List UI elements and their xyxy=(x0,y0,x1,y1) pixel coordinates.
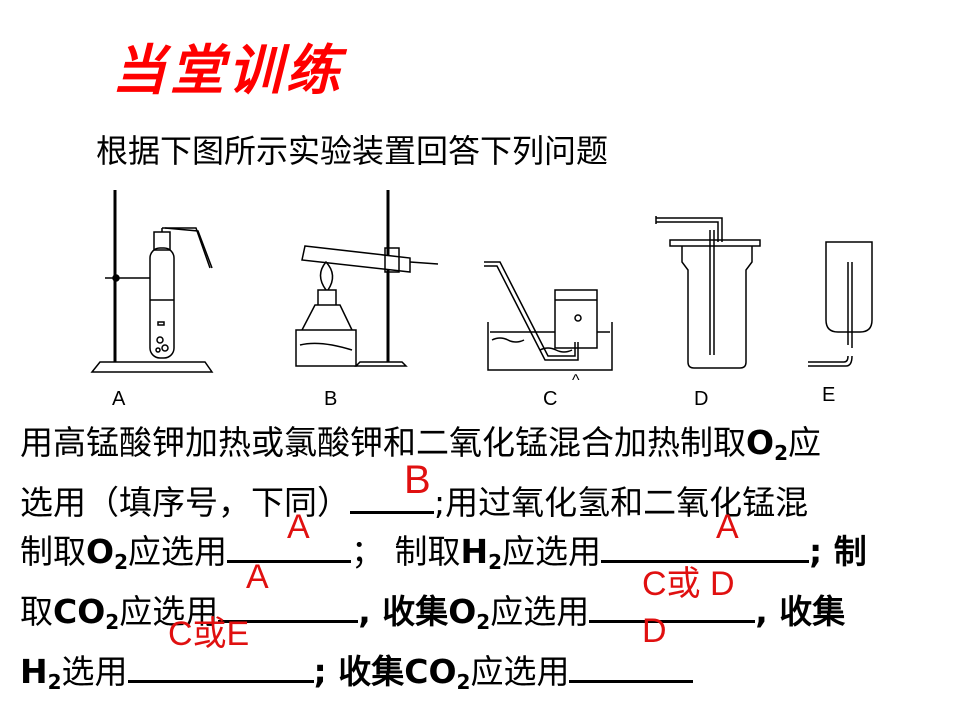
formula-h: H xyxy=(460,532,489,571)
question-line-1: 用高锰酸钾加热或氯酸钾和二氧化锰混合加热制取O2应 xyxy=(20,418,950,478)
apparatus-label-c: C xyxy=(543,388,558,410)
text-segment: , 收集 xyxy=(358,592,449,631)
answer-blank-6[interactable] xyxy=(127,650,314,683)
text-segment: ; 制 xyxy=(809,532,867,571)
apparatus-label-e: E xyxy=(822,384,836,406)
formula-co: CO xyxy=(404,652,457,691)
question-line-5: H2选用; 收集CO2应选用 xyxy=(20,647,950,707)
answer-blank-2[interactable] xyxy=(226,530,351,563)
answer-blank-4[interactable] xyxy=(218,590,359,623)
text-segment: 选用（填序号，下同） xyxy=(20,483,350,522)
text-segment: 应选用 xyxy=(502,532,602,571)
apparatus-c-drawing xyxy=(484,261,613,371)
answer-blank-3[interactable] xyxy=(601,530,810,563)
text-segment: 应 xyxy=(787,423,821,462)
question-intro: 根据下图所示实验装置回答下列问题 xyxy=(96,132,609,170)
text-segment: 取 xyxy=(20,592,53,631)
apparatus-a-drawing xyxy=(90,190,214,373)
text-segment: 制取 xyxy=(20,532,86,571)
answer-blank-5[interactable] xyxy=(589,590,756,623)
formula-o: O xyxy=(86,532,115,571)
apparatus-label-b: B xyxy=(324,388,338,410)
subscript: 2 xyxy=(47,670,62,694)
answer-2: A xyxy=(287,508,310,546)
question-line-2: 选用（填序号，下同） ;用过氧化氢和二氧化锰混 xyxy=(20,478,950,527)
formula-o: O xyxy=(746,423,775,462)
question-line-3: 制取O2应选用； 制取H2应选用; 制 xyxy=(20,527,950,587)
text-segment: 应选用 xyxy=(127,532,227,571)
subscript: 2 xyxy=(114,550,128,574)
apparatus-e-drawing xyxy=(808,241,873,367)
answer-blank-7[interactable] xyxy=(569,650,694,683)
answer-blank-1[interactable] xyxy=(350,481,434,514)
answer-3: A xyxy=(716,508,739,546)
text-segment: ;用过氧化氢和二氧化锰混 xyxy=(434,483,809,522)
subscript: 2 xyxy=(456,670,471,694)
formula-o: O xyxy=(448,592,477,631)
answer-7: D xyxy=(642,612,667,650)
text-segment: ； 制取 xyxy=(350,532,461,571)
answer-6: C或E xyxy=(168,615,250,653)
text-segment: 选用 xyxy=(61,652,128,691)
question-line-4: 取CO2应选用, 收集O2应选用, 收集 xyxy=(20,587,950,647)
apparatus-b-drawing xyxy=(295,190,439,367)
text-segment: 应选用 xyxy=(490,592,590,631)
text-segment: 应选用 xyxy=(119,592,219,631)
page-title: 当堂训练 xyxy=(112,39,344,102)
text-segment: 用高锰酸钾加热或氯酸钾和二氧化锰混合加热制取 xyxy=(20,423,746,462)
apparatus-label-a: A xyxy=(112,388,126,410)
text-segment: ; 收集 xyxy=(313,652,405,691)
formula-co: CO xyxy=(53,592,106,631)
question-body: 用高锰酸钾加热或氯酸钾和二氧化锰混合加热制取O2应 选用（填序号，下同）;用过氧… xyxy=(20,418,950,707)
text-segment: 应选用 xyxy=(470,652,570,691)
subscript: 2 xyxy=(774,441,788,465)
subscript: 2 xyxy=(476,610,491,634)
apparatus-d-drawing xyxy=(655,216,761,369)
subscript: 2 xyxy=(105,610,120,634)
answer-4: A xyxy=(246,558,269,596)
caret-mark: ^ xyxy=(572,372,580,389)
apparatus-label-d: D xyxy=(694,388,709,410)
text-segment: , 收集 xyxy=(755,592,846,631)
answer-5: C或 D xyxy=(642,565,735,603)
apparatus-figure xyxy=(90,190,873,373)
formula-h: H xyxy=(20,652,48,691)
subscript: 2 xyxy=(488,550,503,574)
answer-1: B xyxy=(404,458,431,502)
